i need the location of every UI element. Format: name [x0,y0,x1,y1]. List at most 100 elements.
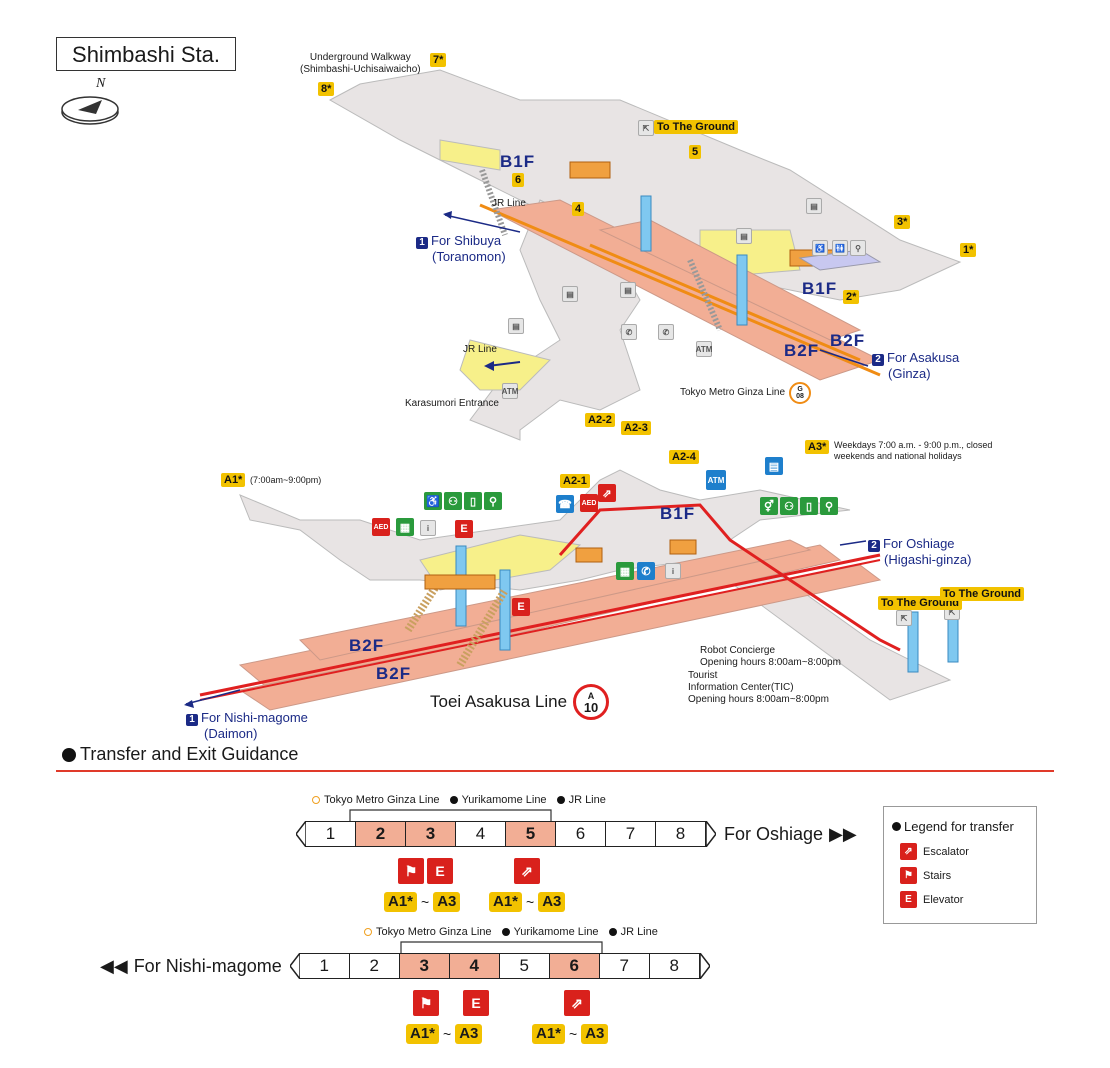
guidance-divider [56,770,1054,772]
exit-a3-hours: Weekdays 7:00 a.m. - 9:00 p.m., closed w… [834,440,993,461]
forward-arrow-icon: ▶▶ [829,823,857,844]
ginza-line-badge: G 08 [789,382,812,404]
exit-7[interactable]: 7* [430,53,447,67]
transfer-lines-top: Tokyo Metro Ginza Line Yurikamome Line J… [312,794,606,806]
exit-a2-2[interactable]: A2-2 [585,413,615,427]
to-ground-lower-2: To The Ground [940,587,1025,601]
escalator-icon: ⇗ [514,858,540,884]
car-6: 6 [556,821,606,847]
phone-booth-icon: ☎ [556,495,574,513]
ticket-machine-icon-lower: ▤ [765,457,783,475]
elevator-icon-platform: E [512,598,530,616]
floor-b1f-lower: B1F [660,504,696,523]
stairs-icon: ⚑ [900,867,917,884]
ticket-icon-upper-2: ▤ [620,282,636,298]
floor-b2f-lower-b: B2F [376,664,412,683]
floor-b1f-upper: B1F [500,152,536,171]
exit-a1[interactable]: A1* [221,473,246,487]
exit-1[interactable]: 1* [960,243,977,257]
floor-b1f-upper-right: B1F [802,279,838,298]
transfer-lines-bottom: Tokyo Metro Ginza Line Yurikamome Line J… [364,926,658,938]
ticket-icon-upper: ▤ [562,286,578,302]
car-2: 2 [356,821,406,847]
phone-icon-upper: ✆ [621,324,637,340]
elevator-icon: E [463,990,489,1016]
exit-2[interactable]: 2* [843,290,860,304]
phone-icon-upper-2: ✆ [658,324,674,340]
wheelchair-icon: ♿ [424,492,442,510]
restroom-icon-lower: ⚥ [760,497,778,515]
baby-change-icon-lower: ⚲ [820,497,838,515]
car-2: 2 [349,953,400,979]
tourist-info-center: Tourist Information Center(TIC) Opening … [688,670,829,705]
upper-concourse [328,69,962,441]
info-icon-2: i [665,563,681,579]
exit-4[interactable]: 4 [572,202,585,216]
transfer-legend: Legend for transfer ⇗Escalator ⚑Stairs E… [883,806,1037,924]
ginza-dot-icon [364,928,372,936]
asakusa-line-badge: A 10 [573,684,610,720]
lower-concourse [184,211,959,711]
asakusa-line-label: Toei Asakusa Line A 10 [430,684,610,720]
yurikamome-dot-icon [449,796,458,804]
car-8: 8 [649,953,700,979]
bullet-icon [62,747,76,762]
car-8: 8 [656,821,706,847]
elevator-icon: E [900,891,917,908]
exit-range-top-1: A1*~A3 [384,892,461,912]
car-row-right-cap [699,953,710,979]
escalator-icon-lower: ⇗ [598,484,616,502]
exit-5[interactable]: 5 [689,145,702,159]
exit-a2-1[interactable]: A2-1 [560,474,590,488]
exit-a3[interactable]: A3* [805,440,830,454]
restroom-icon-upper: 🚻 [832,240,848,256]
elevator-icon: E [427,858,453,884]
exit-3[interactable]: 3* [894,215,911,229]
atm-icon-upper-2: ATM [696,341,712,357]
karasumori-entrance: Karasumori Entrance [405,398,499,409]
jr-dot-icon [556,796,565,804]
exit-6[interactable]: 6 [512,173,525,187]
car-5: 5 [506,821,556,847]
locker-icon-2: ▦ [616,562,634,580]
exit-a2-4[interactable]: A2-4 [669,450,699,464]
jr-line-upper: JR Line [492,198,526,209]
locker-icon: ▦ [396,518,414,536]
guidance-title: Transfer and Exit Guidance [62,744,298,765]
legend-title: Legend for transfer [892,819,1014,834]
exit-a1-hours: (7:00am~9:00pm) [250,475,322,485]
top-icons-escalator: ⇗ [514,858,540,884]
exit-sign-icon: ⇱ [638,120,654,136]
ginza-dot-icon [312,796,320,804]
atm-icon-upper: ATM [502,383,518,399]
exit-a2-3[interactable]: A2-3 [621,421,651,435]
robot-concierge: Robot Concierge Opening hours 8:00am~8:0… [700,645,841,668]
yurikamome-dot-icon [501,928,510,936]
jr-line-mid: JR Line [463,344,497,355]
backward-arrow-icon: ◀◀ [100,955,128,976]
car-5: 5 [499,953,550,979]
toilet-icon-upper: ♿ [812,240,828,256]
compass: N [58,76,124,128]
car-4: 4 [449,953,500,979]
car-1: 1 [299,953,350,979]
north-label: N [96,76,106,91]
car-4: 4 [456,821,506,847]
toilet-icon-lower: ▯ [800,497,818,515]
elevator-icon-lower: E [455,520,473,538]
exit-range-bottom-1: A1*~A3 [406,1024,483,1044]
escalator-icon: ⇗ [564,990,590,1016]
exit-8[interactable]: 8* [318,82,335,96]
top-icons-stairs-elevator: ⚑ E [398,858,453,884]
car-3: 3 [399,953,450,979]
station-map [184,69,962,711]
stairs-icon: ⚑ [413,990,439,1016]
